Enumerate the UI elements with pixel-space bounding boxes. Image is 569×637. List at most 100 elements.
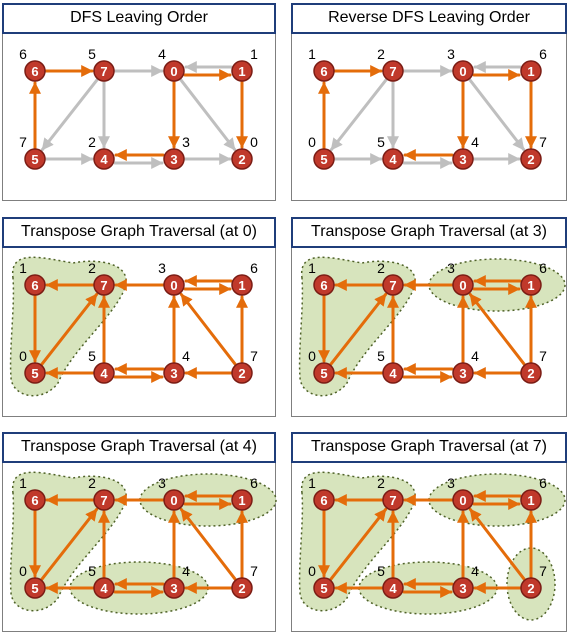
node-circle (93, 274, 115, 296)
node-circle (93, 577, 115, 599)
node-3: 34 (163, 563, 190, 599)
panel-title: Transpose Graph Traversal (at 7) (311, 438, 547, 455)
node-order-label: 7 (250, 563, 258, 579)
node-label: 4 (389, 581, 397, 596)
node-3: 34 (452, 134, 479, 170)
node-label: 5 (31, 581, 38, 596)
node-label: 6 (320, 493, 327, 508)
node-label: 2 (238, 152, 245, 167)
node-1: 16 (231, 475, 258, 511)
node-circle (520, 148, 542, 170)
node-label: 1 (238, 493, 245, 508)
node-0: 03 (447, 46, 474, 82)
node-circle (452, 148, 474, 170)
node-label: 5 (320, 152, 327, 167)
node-order-label: 2 (88, 475, 96, 491)
panel-title-box: DFS Leaving Order (2, 3, 276, 34)
node-label: 2 (238, 366, 245, 381)
node-label: 3 (459, 581, 466, 596)
node-order-label: 1 (250, 46, 258, 62)
node-circle (520, 274, 542, 296)
node-order-label: 5 (88, 563, 96, 579)
node-label: 6 (320, 278, 327, 293)
node-order-label: 5 (377, 134, 385, 150)
node-label: 5 (31, 152, 38, 167)
node-order-label: 3 (158, 260, 166, 276)
node-label: 7 (389, 278, 396, 293)
node-circle (24, 362, 46, 384)
node-label: 4 (100, 152, 108, 167)
node-label: 6 (31, 493, 38, 508)
node-circle (313, 577, 335, 599)
node-order-label: 3 (447, 46, 455, 62)
node-order-label: 4 (471, 134, 479, 150)
panel-title-box: Reverse DFS Leaving Order (291, 3, 567, 34)
node-circle (231, 148, 253, 170)
node-order-label: 7 (250, 348, 258, 364)
node-circle (231, 60, 253, 82)
node-0: 04 (158, 46, 185, 82)
node-order-label: 0 (19, 348, 27, 364)
node-7: 72 (88, 260, 115, 296)
edge-2-to-0 (468, 292, 526, 366)
node-5: 50 (19, 563, 46, 599)
node-4: 45 (88, 563, 115, 599)
node-4: 45 (377, 134, 404, 170)
node-order-label: 1 (19, 260, 27, 276)
node-4: 45 (88, 348, 115, 384)
node-label: 1 (238, 278, 245, 293)
edge-5-to-7 (40, 507, 99, 581)
edge-5-to-7 (329, 292, 388, 366)
node-order-label: 0 (19, 563, 27, 579)
edge-layer (29, 275, 248, 383)
node-label: 0 (459, 493, 466, 508)
node-label: 6 (31, 278, 38, 293)
panel-title: Transpose Graph Traversal (at 4) (21, 438, 257, 455)
panel-title-box: Transpose Graph Traversal (at 4) (2, 432, 276, 463)
node-circle (93, 148, 115, 170)
node-circle (163, 60, 185, 82)
node-7: 72 (377, 46, 404, 82)
node-order-label: 3 (447, 475, 455, 491)
edge-2-to-0 (179, 507, 237, 581)
node-circle (520, 577, 542, 599)
node-label: 5 (320, 366, 327, 381)
node-label: 4 (100, 366, 108, 381)
node-order-label: 1 (308, 260, 316, 276)
node-order-label: 4 (471, 348, 479, 364)
node-circle (452, 489, 474, 511)
node-label: 0 (170, 278, 177, 293)
node-label: 7 (389, 64, 396, 79)
node-label: 1 (527, 278, 534, 293)
node-label: 3 (170, 581, 177, 596)
node-circle (163, 148, 185, 170)
node-3: 33 (163, 134, 190, 170)
node-order-label: 1 (308, 475, 316, 491)
node-circle (24, 274, 46, 296)
node-label: 5 (31, 366, 38, 381)
node-label: 7 (100, 278, 107, 293)
node-6: 61 (308, 475, 335, 511)
node-circle (231, 274, 253, 296)
node-label: 2 (527, 581, 534, 596)
node-0: 03 (158, 260, 185, 296)
node-order-label: 6 (539, 260, 547, 276)
node-circle (93, 60, 115, 82)
node-4: 42 (88, 134, 115, 170)
node-label: 3 (459, 366, 466, 381)
node-2: 27 (231, 348, 258, 384)
node-1: 16 (520, 475, 547, 511)
node-0: 03 (447, 260, 474, 296)
node-order-label: 6 (539, 46, 547, 62)
node-7: 72 (377, 475, 404, 511)
node-5: 50 (308, 134, 335, 170)
node-circle (382, 362, 404, 384)
